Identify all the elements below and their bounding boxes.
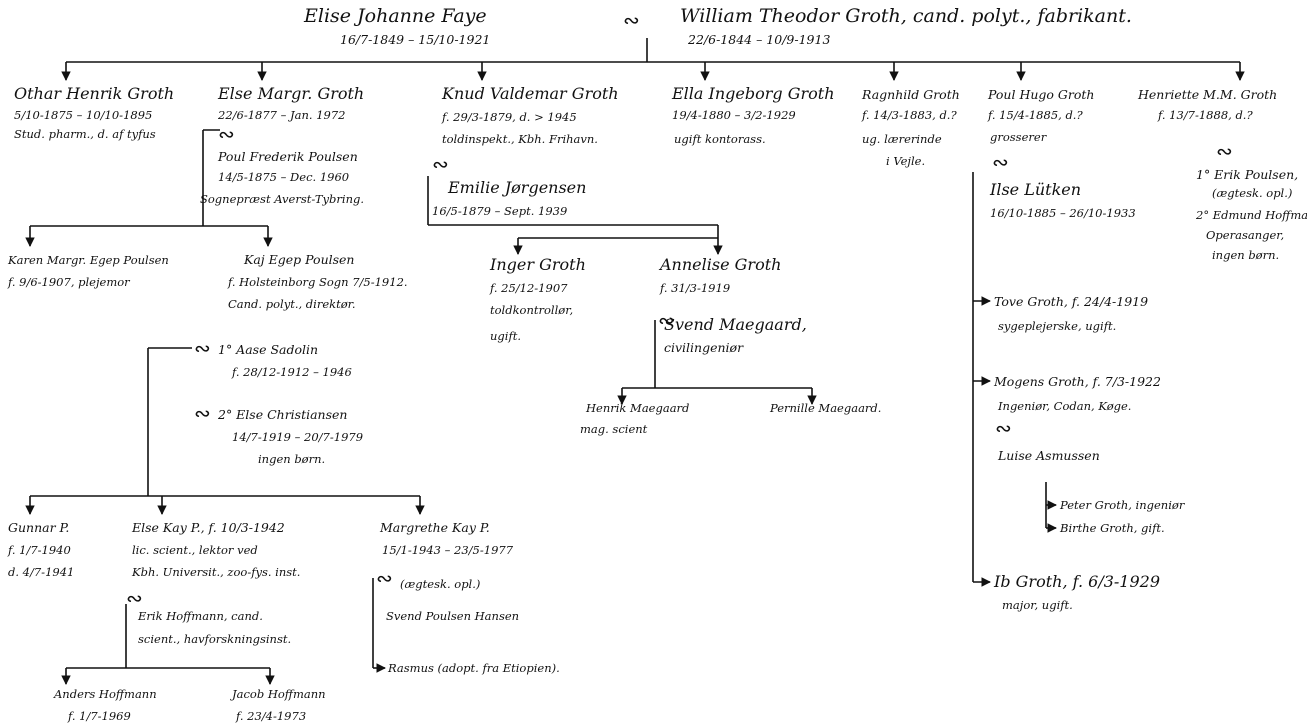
spouse-note: (ægtesk. opl.) bbox=[1212, 186, 1292, 200]
spouse-dates: f. 28/12-1912 – 1946 bbox=[231, 365, 352, 379]
person-dates: f. 31/3-1919 bbox=[659, 281, 730, 295]
person-dates: d. 4/7-1941 bbox=[8, 565, 74, 579]
spouse-dates: 14/7-1919 – 20/7-1979 bbox=[232, 430, 363, 444]
person-name: Ella Ingeborg Groth bbox=[671, 84, 835, 103]
person-note: major, ugift. bbox=[1002, 598, 1073, 612]
person-dates: 19/4-1880 – 3/2-1929 bbox=[672, 108, 796, 122]
spouse-note: Sognepræst Averst-Tybring. bbox=[200, 192, 364, 206]
person-note: Cand. polyt., direktør. bbox=[228, 297, 356, 311]
person-name: Inger Groth bbox=[489, 255, 586, 274]
person-name: Poul Hugo Groth bbox=[987, 87, 1094, 102]
person-dates: f. 14/3-1883, d.? bbox=[861, 108, 957, 122]
marriage-icon: ∾ bbox=[194, 401, 211, 425]
spouse-name: Svend Poulsen Hansen bbox=[386, 609, 519, 623]
spouse-note: (ægtesk. opl.) bbox=[400, 577, 480, 591]
spouse-name: Emilie Jørgensen bbox=[447, 178, 586, 197]
person-dates: f. 29/3-1879, d. > 1945 bbox=[441, 110, 577, 124]
person-name: Elise Johanne Faye bbox=[303, 5, 487, 27]
person-dates: f. 25/12-1907 bbox=[489, 281, 568, 295]
person-note: toldinspekt., Kbh. Frihavn. bbox=[442, 132, 598, 146]
spouse-name: Erik Hoffmann, cand. bbox=[137, 609, 263, 623]
spouse-name: 1° Erik Poulsen, bbox=[1196, 167, 1298, 182]
marriage-icon: ∾ bbox=[623, 8, 640, 32]
person-name: Annelise Groth bbox=[658, 255, 781, 274]
spouse-name: 2° Edmund Hoffmann, bbox=[1195, 208, 1307, 222]
person-dates: 22/6-1844 – 10/9-1913 bbox=[687, 32, 830, 47]
person-name: Pernille Maegaard. bbox=[769, 401, 881, 415]
person-note: i Vejle. bbox=[886, 154, 925, 168]
person-note: Stud. pharm., d. af tyfus bbox=[14, 127, 156, 141]
spouse-name: 2° Else Christiansen bbox=[217, 407, 347, 422]
marriage-icon: ∾ bbox=[995, 416, 1012, 440]
marriage-icon: ∾ bbox=[126, 586, 143, 610]
person-dates: 22/6-1877 – Jan. 1972 bbox=[217, 108, 346, 122]
spouse-note: civilingeniør bbox=[664, 340, 744, 355]
marriage-icon: ∾ bbox=[658, 308, 675, 332]
marriage-icon: ∾ bbox=[376, 566, 393, 590]
person-dates: f. Holsteinborg Sogn 7/5-1912. bbox=[227, 275, 408, 289]
spouse-note: Operasanger, bbox=[1206, 228, 1284, 242]
marriage-symbols: ∾ ∾ ∾ ∾ ∾ ∾ ∾ ∾ ∾ ∾ ∾ bbox=[126, 8, 1233, 610]
person-labels: Elise Johanne Faye 16/7-1849 – 15/10-192… bbox=[7, 5, 1307, 723]
person-name: Othar Henrik Groth bbox=[14, 84, 174, 103]
person-name: Margrethe Kay P. bbox=[379, 520, 490, 535]
person-name: Gunnar P. bbox=[8, 520, 69, 535]
spouse-name: Ilse Lütken bbox=[989, 180, 1081, 199]
person-dates: f. 23/4-1973 bbox=[235, 709, 306, 723]
marriage-icon: ∾ bbox=[992, 150, 1009, 174]
person-name: Ragnhild Groth bbox=[861, 87, 960, 102]
person-name: Henrik Maegaard bbox=[585, 401, 689, 415]
connector-lines bbox=[25, 38, 1245, 685]
person-note: ugift kontorass. bbox=[674, 132, 766, 146]
spouse-name: Luise Asmussen bbox=[997, 448, 1100, 463]
person-note: Ingeniør, Codan, Køge. bbox=[997, 399, 1131, 413]
person-dates: 15/1-1943 – 23/5-1977 bbox=[382, 543, 514, 557]
spouse-note: ingen børn. bbox=[1212, 248, 1279, 262]
person-note: sygeplejerske, ugift. bbox=[998, 319, 1116, 333]
marriage-icon: ∾ bbox=[1216, 139, 1233, 163]
person-dates: 5/10-1875 – 10/10-1895 bbox=[14, 108, 152, 122]
person-dates: f. 13/7-1888, d.? bbox=[1157, 108, 1253, 122]
spouse-dates: 14/5-1875 – Dec. 1960 bbox=[218, 170, 349, 184]
person-name: Else Margr. Groth bbox=[217, 84, 364, 103]
person-name: Tove Groth, f. 24/4-1919 bbox=[994, 294, 1148, 309]
person-name: Else Kay P., f. 10/3-1942 bbox=[131, 520, 285, 535]
person-name: Knud Valdemar Groth bbox=[441, 84, 619, 103]
spouse-name: 1° Aase Sadolin bbox=[218, 342, 318, 357]
person-name: Mogens Groth, f. 7/3-1922 bbox=[993, 374, 1161, 389]
spouse-note: scient., havforskningsinst. bbox=[138, 632, 291, 646]
person-name: Ib Groth, f. 6/3-1929 bbox=[993, 572, 1160, 591]
spouse-note: ingen børn. bbox=[258, 452, 325, 466]
person-name: Peter Groth, ingeniør bbox=[1059, 498, 1186, 512]
person-name: William Theodor Groth, cand. polyt., fab… bbox=[680, 5, 1132, 27]
spouse-dates: 16/10-1885 – 26/10-1933 bbox=[990, 206, 1136, 220]
person-dates: f. 9/6-1907, plejemor bbox=[7, 275, 131, 289]
person-note: grosserer bbox=[990, 130, 1048, 144]
marriage-icon: ∾ bbox=[432, 152, 449, 176]
person-note: toldkontrollør, bbox=[490, 303, 573, 317]
person-dates: f. 1/7-1940 bbox=[7, 543, 71, 557]
marriage-icon: ∾ bbox=[194, 336, 211, 360]
marriage-icon: ∾ bbox=[218, 122, 235, 146]
person-note: ugift. bbox=[490, 329, 521, 343]
person-note: mag. scient bbox=[580, 422, 648, 436]
person-dates: 16/7-1849 – 15/10-1921 bbox=[340, 32, 490, 47]
person-name: Henriette M.M. Groth bbox=[1137, 87, 1277, 102]
spouse-name: Svend Maegaard, bbox=[664, 315, 807, 334]
person-note: lic. scient., lektor ved bbox=[132, 543, 258, 557]
person-name: Jacob Hoffmann bbox=[230, 687, 326, 701]
person-dates: f. 1/7-1969 bbox=[67, 709, 131, 723]
person-name: Kaj Egep Poulsen bbox=[243, 252, 354, 267]
person-name: Anders Hoffmann bbox=[53, 687, 157, 701]
person-name: Rasmus (adopt. fra Etiopien). bbox=[387, 661, 560, 675]
spouse-dates: 16/5-1879 – Sept. 1939 bbox=[432, 204, 567, 218]
person-dates: f. 15/4-1885, d.? bbox=[987, 108, 1083, 122]
spouse-name: Poul Frederik Poulsen bbox=[217, 149, 358, 164]
person-name: Birthe Groth, gift. bbox=[1059, 521, 1165, 535]
person-note: ug. lærerinde bbox=[862, 132, 942, 146]
person-name: Karen Margr. Egep Poulsen bbox=[7, 253, 169, 267]
person-note: Kbh. Universit., zoo-fys. inst. bbox=[131, 565, 300, 579]
